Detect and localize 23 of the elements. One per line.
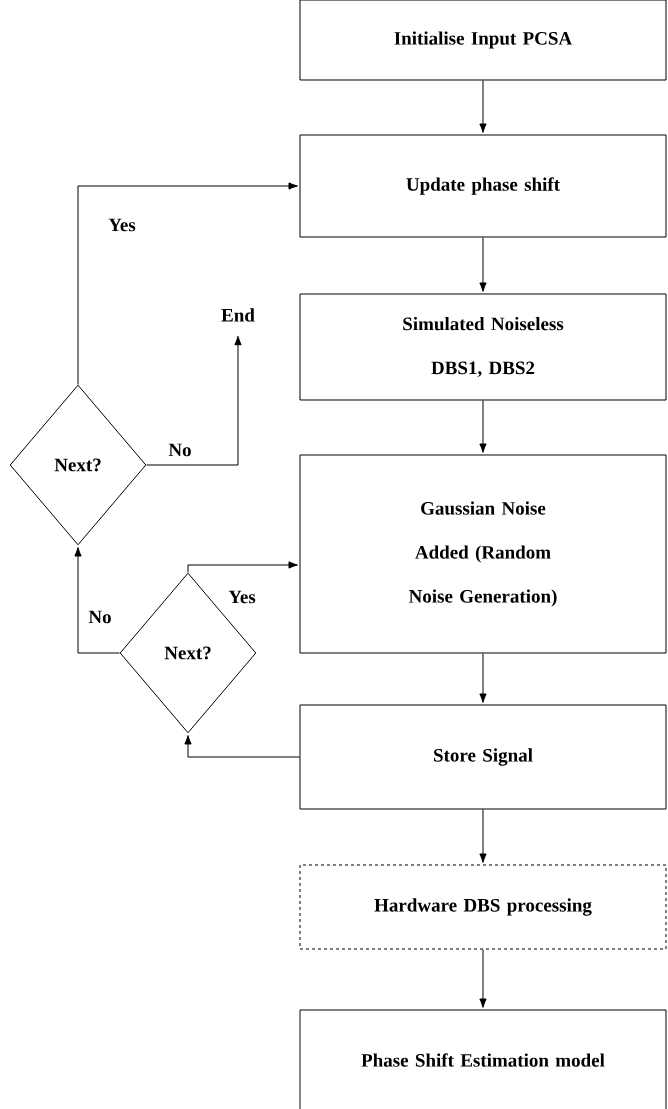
arrow xyxy=(479,653,487,703)
arrow xyxy=(184,735,300,758)
process-box: Phase Shift Estimation model xyxy=(299,1009,667,1109)
end-label: End xyxy=(221,308,255,322)
arrow xyxy=(187,561,298,573)
arrow xyxy=(479,809,487,863)
process-box: Store Signal xyxy=(299,704,667,810)
process-box: Simulated Noiseless DBS1, DBS2 xyxy=(299,293,667,401)
arrow xyxy=(479,400,487,453)
arrow xyxy=(479,237,487,292)
edge-label: Yes xyxy=(107,217,137,233)
edge-label: No xyxy=(87,609,113,625)
edge-label: Yes xyxy=(227,589,257,605)
edge-label: No xyxy=(167,442,193,458)
process-box: Update phase shift xyxy=(299,134,667,238)
arrow xyxy=(77,182,298,385)
arrow xyxy=(479,949,487,1008)
process-box: Gaussian Noise Added (Random Noise Generation) xyxy=(299,454,667,654)
process-box: Initialise Input PCSA xyxy=(299,0,667,81)
arrow xyxy=(146,335,242,466)
arrow xyxy=(74,547,120,654)
process-box: Hardware DBS processing xyxy=(299,864,667,950)
arrow xyxy=(479,80,487,133)
